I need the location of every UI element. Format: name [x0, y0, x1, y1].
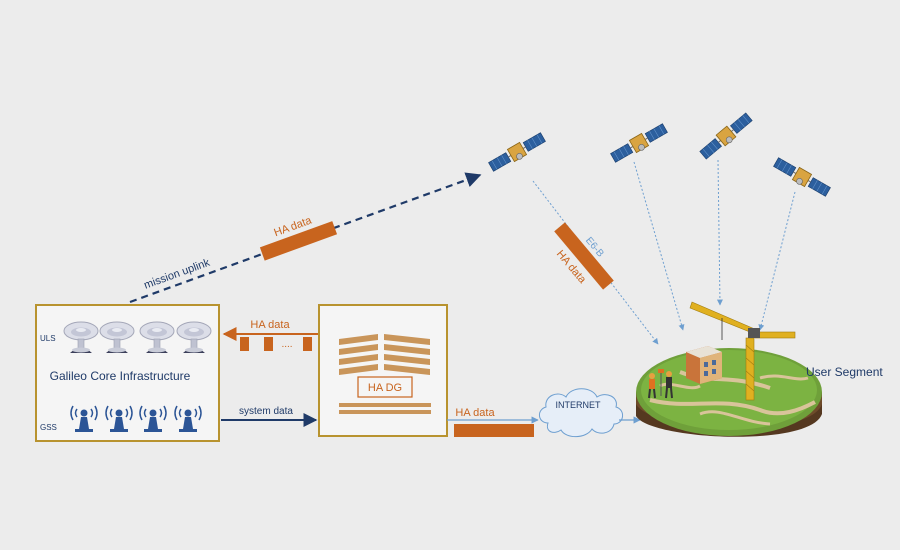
internet-label: INTERNET: [556, 400, 602, 410]
ha-data-internet-label: HA data: [455, 407, 495, 419]
satellite-icon: [608, 121, 670, 166]
satellite-icon: [486, 130, 548, 175]
ha-data-return-label: HA data: [250, 319, 290, 331]
user-segment-label: User Segment: [806, 365, 883, 379]
ha-data-return-blocks: [240, 337, 312, 351]
e6b-block: [554, 222, 614, 290]
ha-dg-label: HA DG: [368, 382, 402, 394]
gss-label: GSS: [40, 423, 57, 432]
system-data-label: system data: [239, 406, 293, 417]
uls-label: ULS: [40, 334, 56, 343]
mission-uplink-label: mission uplink: [142, 257, 211, 292]
satellite-icon: [697, 110, 755, 163]
ha-data-uplink-block: [259, 221, 338, 261]
satellite-icon: [771, 155, 833, 200]
construction-site-icon: [636, 301, 822, 437]
ha-data-internet-block: [454, 424, 534, 437]
ellipsis-label: ....: [281, 339, 292, 350]
core-infrastructure-label: Galileo Core Infrastructure: [50, 369, 191, 383]
cloud-icon: [539, 388, 623, 438]
satellite-signal-lines: [633, 159, 796, 331]
ha-dg-label-box: [357, 376, 413, 398]
ha-dg-building-icon: [339, 334, 431, 414]
